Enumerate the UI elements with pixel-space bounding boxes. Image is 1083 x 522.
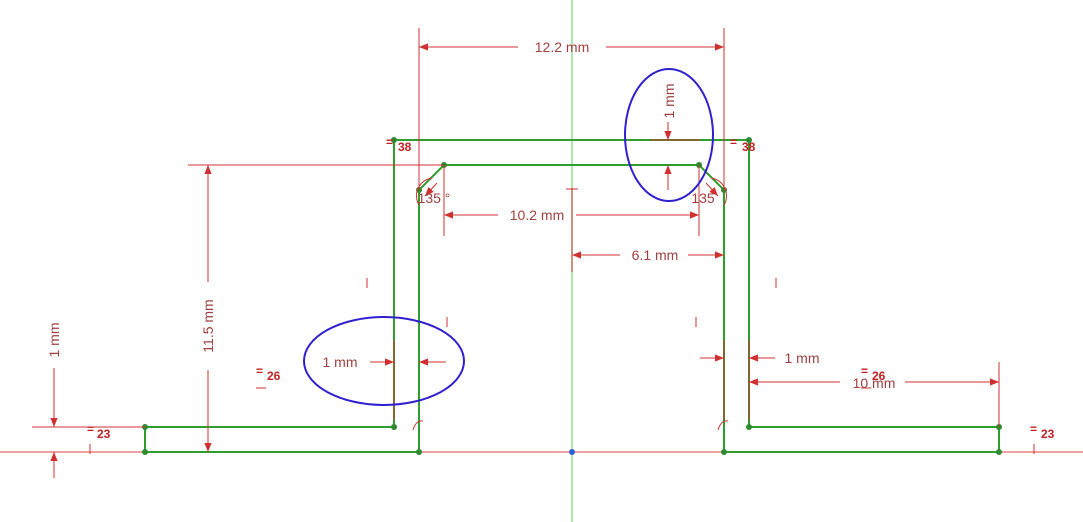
- dim-angle-right[interactable]: 135: [691, 190, 715, 206]
- origin-point[interactable]: [569, 449, 575, 455]
- constraint-38-right[interactable]: 38: [742, 140, 756, 154]
- constraint-38-right-marker: =: [730, 135, 737, 149]
- constraint-26-right[interactable]: 26: [872, 369, 886, 383]
- constraint-38-left-marker: =: [386, 135, 393, 149]
- constraint-23-left[interactable]: 23: [97, 427, 111, 441]
- highlight-top-thickness: [624, 68, 714, 202]
- constraint-26-left[interactable]: 26: [267, 369, 281, 383]
- constraint-38-left[interactable]: 38: [398, 140, 412, 154]
- dim-height[interactable]: 11.5 mm: [200, 299, 216, 352]
- dim-half-width[interactable]: 6.1 mm: [632, 247, 679, 263]
- dimension-lines[interactable]: [32, 28, 1035, 478]
- constraint-labels[interactable]: = 38 = 38 = 26 = 26 = 23 = 23: [87, 135, 1055, 441]
- constraint-23-left-marker: =: [87, 422, 94, 436]
- dim-thickness-top[interactable]: 1 mm: [661, 84, 677, 119]
- dim-thickness-left-base[interactable]: 1 mm: [46, 323, 62, 358]
- constraint-23-right[interactable]: 23: [1041, 427, 1055, 441]
- constraint-26-right-marker: =: [861, 364, 868, 378]
- dim-thickness-left-wall[interactable]: 1 mm: [323, 354, 358, 370]
- highlight-wall-thickness: [303, 316, 465, 406]
- dim-flange-length[interactable]: 10 mm: [853, 375, 896, 391]
- dim-inner-width[interactable]: 10.2 mm: [510, 207, 564, 223]
- dim-width-top[interactable]: 12.2 mm: [535, 39, 589, 55]
- constraint-23-right-marker: =: [1030, 422, 1037, 436]
- dim-angle-left[interactable]: 135 °: [418, 190, 451, 206]
- dim-thickness-right-wall[interactable]: 1 mm: [785, 350, 820, 366]
- constraint-26-left-marker: =: [256, 364, 263, 378]
